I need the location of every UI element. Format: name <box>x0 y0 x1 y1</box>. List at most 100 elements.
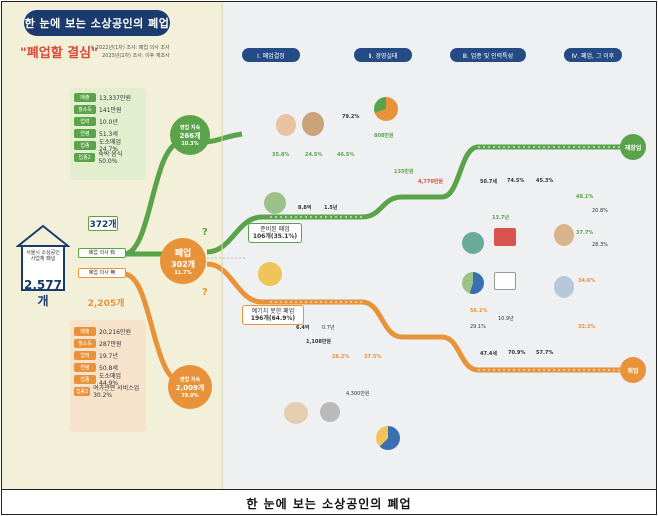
stat-tag: 업종2 <box>74 152 96 162</box>
metric-top: 135만원 <box>394 169 414 175</box>
metric-top: 1.5년 <box>324 205 338 211</box>
stat-value: 13,337만원 <box>99 94 132 102</box>
infographic: 한 눈에 보는 소상공인의 폐업 "폐업할 결심" ※ 2022년(1차) 조사… <box>2 2 656 489</box>
stat-value: 도소매업 44.9% <box>98 373 122 387</box>
calculator-icon <box>320 402 340 422</box>
panel-label: 서울시 소상공인 사업체 패널 <box>26 250 60 262</box>
svg-text:?: ? <box>202 227 208 238</box>
metric-top: 28.3% <box>592 242 608 248</box>
metric-top: 74.5% <box>507 178 525 184</box>
stage-2-header: Ⅱ. 경영실태 <box>354 48 412 62</box>
donut-chart-icon <box>374 97 398 121</box>
stat-tag: 연령 <box>74 128 96 138</box>
infographic-subtitle: "폐업할 결심" <box>20 46 98 61</box>
panel-total: 2,577개 <box>24 278 62 308</box>
stat-value: 19.7년 <box>99 352 118 360</box>
node-value: 2,009개 <box>175 383 205 392</box>
stat-tag: 업종2 <box>74 386 91 396</box>
metric-bottom: 4,300만원 <box>346 391 370 397</box>
stat-tag: 연령 <box>74 362 96 372</box>
unprepared-label: 예기치 못한 폐업 <box>251 308 295 315</box>
unprepared-value: 196개(64.9%) <box>250 315 296 323</box>
survey-note-1: ※ 2022년(1차) 조사: 폐업 의사 조사 <box>90 45 170 51</box>
keep-operating-bottom-node: 영업 지속 2,009개 78.0% <box>168 365 212 409</box>
node-pct: 78.0% <box>181 392 199 399</box>
metric-bottom: 70.9% <box>508 350 526 356</box>
reopen-end-node: 재창업 <box>620 134 646 160</box>
stat-tag: 업력 <box>74 116 96 126</box>
metric-bottom: 20.8% <box>592 208 608 214</box>
node-pct: 10.3% <box>181 140 199 147</box>
metric-top: 4,770만원 <box>418 179 444 185</box>
metric-top: 50.7세 <box>480 179 497 185</box>
prepared-closure-box: 준비된 폐업 106개(35.1%) <box>248 223 302 244</box>
metric-bottom: 29.1% <box>470 324 486 330</box>
metric-bottom: 56.1% <box>470 308 488 314</box>
metric-bottom: 34.6% <box>578 278 596 284</box>
stat-tag: 업종 <box>74 140 96 150</box>
metric-bottom: 37.5% <box>364 354 382 360</box>
stat-value: 141만원 <box>99 106 122 114</box>
unprepared-closure-box: 예기치 못한 폐업 196개(64.9%) <box>242 305 304 326</box>
stat-value: 도소매업 24.7% <box>98 139 122 153</box>
stat-value: 20,216만원 <box>99 328 132 336</box>
house-icon <box>16 224 70 291</box>
metric-top: 37.7% <box>576 230 594 236</box>
node-label: 폐업 <box>174 249 192 259</box>
stat-tag: 업력 <box>74 350 96 360</box>
screen-icon <box>494 272 516 290</box>
prepared-label: 준비된 폐업 <box>260 226 290 233</box>
metric-top: 79.2% <box>342 114 360 120</box>
stage-3-header: Ⅲ. 업종 및 인력특성 <box>450 48 526 62</box>
intent-yes-label: 폐업 의사 有 <box>78 248 126 258</box>
metric-top: 48.1% <box>576 194 594 200</box>
stat-tag: 월소득 <box>74 104 96 114</box>
metric-top: 24.5% <box>305 152 323 158</box>
store-icon <box>494 228 516 246</box>
stat-value: 287만원 <box>99 340 122 348</box>
metric-bottom: 0.7년 <box>322 325 335 331</box>
metric-bottom: 26.2% <box>332 354 350 360</box>
stat-value: 여가관련 서비스업 30.2% <box>93 385 140 399</box>
closure-node: 폐업 302개 11.7% <box>160 238 206 284</box>
figure-caption: 한 눈에 보는 소상공인의 폐업 <box>2 489 656 514</box>
job-end-node: 취업 <box>620 357 646 383</box>
metric-bottom: 10.9년 <box>498 316 514 322</box>
stat-value: 10.0년 <box>99 118 118 126</box>
survey-note-2: 2023년(2차) 조사: 이후 재조사 <box>102 53 170 59</box>
intent-no-label: 폐업 의사 無 <box>78 268 126 278</box>
svg-text:?: ? <box>202 287 208 298</box>
metric-top: 45.3% <box>536 178 554 184</box>
team-icon <box>462 232 484 254</box>
metric-top: 808만원 <box>374 133 394 139</box>
metric-top: 13.7년 <box>492 215 509 221</box>
laptop-person-icon <box>264 192 286 214</box>
person-illustration-icon <box>302 112 324 136</box>
metric-bottom: 33.3% <box>578 324 596 330</box>
worried-person-icon <box>258 262 282 286</box>
stat-tag: 매출 <box>74 326 96 336</box>
person-illustration-icon <box>554 224 574 246</box>
person-illustration-icon <box>276 114 296 136</box>
prepared-value: 106개(35.1%) <box>252 233 298 241</box>
stat-tag: 월소득 <box>74 338 96 348</box>
stage-1-header: Ⅰ. 폐업결정 <box>242 48 300 62</box>
pie-chart-icon <box>462 272 484 294</box>
stat-tag: 매출 <box>74 92 96 102</box>
node-value: 266개 <box>179 131 201 140</box>
metric-bottom: 6.4억 <box>296 325 310 331</box>
node-label: 영업 지속 <box>179 124 201 131</box>
donut-chart-icon <box>376 426 400 450</box>
